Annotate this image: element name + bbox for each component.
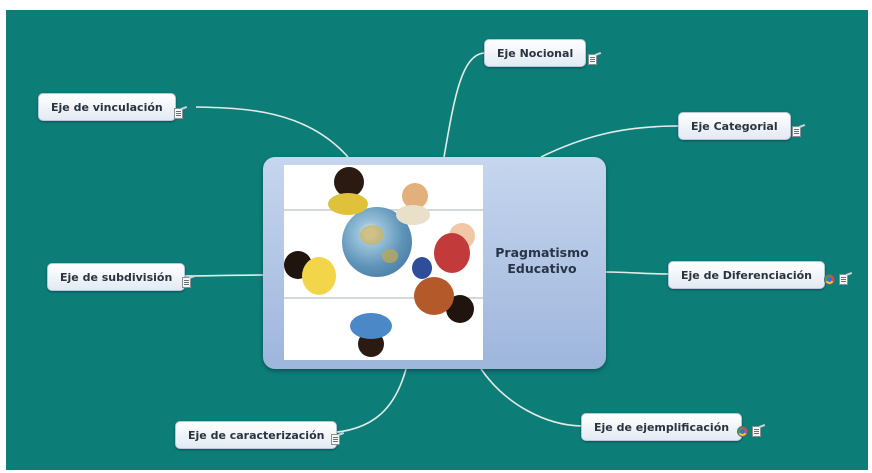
photo-line — [284, 297, 483, 299]
child-head — [334, 167, 364, 197]
topic-eje-de-diferenciacion[interactable]: Eje de Diferenciación — [668, 261, 825, 289]
topic-eje-de-subdivision[interactable]: Eje de subdivisión — [47, 263, 186, 291]
children-globe-photo — [284, 165, 483, 360]
connector-lines — [181, 52, 679, 434]
topic-eje-de-vinculacion[interactable]: Eje de vinculación — [38, 93, 176, 121]
topic-label: Eje de ejemplificación — [594, 421, 730, 434]
note-icon[interactable] — [331, 434, 340, 445]
child-shirt — [414, 277, 454, 315]
connector-caracterizacion — [323, 368, 407, 434]
topic-eje-de-caracterizacion[interactable]: Eje de caracterización — [175, 421, 338, 449]
topic-label: Eje de subdivisión — [60, 271, 173, 284]
connector-categorial — [540, 125, 679, 158]
globe-land — [382, 249, 398, 263]
link-icon[interactable] — [737, 426, 748, 437]
child-shirt — [328, 193, 368, 215]
mind-map-canvas: Pragmatismo Educativo Eje Nocional Eje d… — [6, 10, 868, 470]
note-icon[interactable] — [174, 108, 183, 119]
note-icon[interactable] — [839, 274, 848, 285]
topic-label: Eje Categorial — [691, 120, 778, 133]
child-shirt — [434, 233, 470, 273]
topic-eje-categorial[interactable]: Eje Categorial — [678, 112, 791, 140]
note-icon[interactable] — [182, 277, 191, 288]
topic-eje-nocional[interactable]: Eje Nocional — [484, 39, 587, 67]
topic-label: Eje Nocional — [497, 47, 574, 60]
child-shirt — [412, 257, 432, 279]
note-icon[interactable] — [792, 126, 801, 137]
child-shirt — [350, 313, 392, 339]
child-shirt — [396, 205, 430, 225]
connector-diferenciacion — [605, 271, 669, 275]
topic-label: Eje de vinculación — [51, 101, 163, 114]
central-topic-label: Pragmatismo Educativo — [495, 245, 589, 276]
connector-vinculacion — [195, 106, 349, 158]
note-icon[interactable] — [588, 54, 597, 65]
topic-label: Eje de caracterización — [188, 429, 325, 442]
central-topic[interactable]: Pragmatismo Educativo — [263, 157, 606, 369]
link-icon[interactable] — [824, 274, 835, 285]
connector-nocional — [443, 52, 485, 158]
child-head — [402, 183, 428, 209]
connector-ejemplificacion — [480, 368, 582, 427]
child-shirt — [302, 257, 336, 295]
note-icon[interactable] — [752, 426, 761, 437]
topic-label: Eje de Diferenciación — [681, 269, 812, 282]
topic-eje-de-ejemplificacion[interactable]: Eje de ejemplificación — [581, 413, 743, 441]
globe-land — [360, 225, 384, 245]
